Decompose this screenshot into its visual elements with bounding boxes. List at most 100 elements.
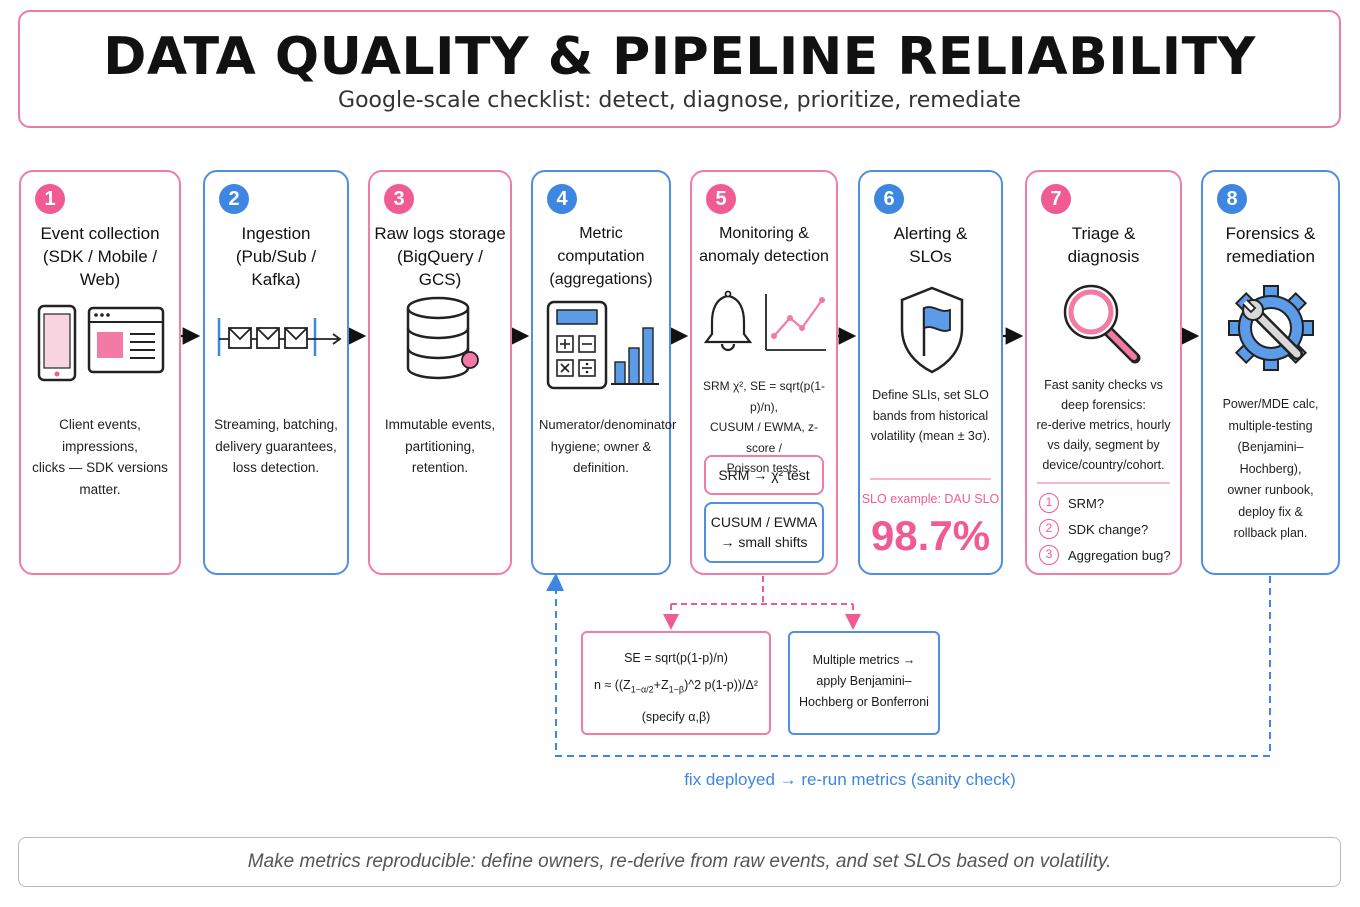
desc-line: Define SLIs, set SLO [872, 388, 989, 402]
desc-line: SRM χ², SE = sqrt(p(1-p)/n), [703, 379, 825, 414]
step-number: 3 [384, 184, 414, 214]
desc-line: deploy fix & [1238, 504, 1303, 519]
stage-event-collection: 1 Event collection (SDK / Mobile / Web) … [19, 170, 181, 575]
formula-sub: 1−β [668, 684, 685, 695]
stage-title: Alerting & SLOs [864, 222, 997, 268]
stage-title-line: (BigQuery / GCS) [397, 247, 483, 289]
step-number: 1 [35, 184, 65, 214]
divider [870, 478, 991, 480]
desc-line: deep forensics: [1061, 398, 1146, 412]
stage-title-line: (SDK / Mobile / Web) [42, 247, 158, 289]
desc-line: Power/MDE calc, [1222, 397, 1319, 411]
check-number: 3 [1039, 545, 1059, 565]
tag-line: → small shifts [720, 534, 808, 550]
shield-flag-icon [900, 286, 964, 374]
monitoring-split [663, 576, 861, 630]
desc-line: clicks — SDK versions [32, 460, 168, 475]
srm-chi2-tag: SRM → χ² test [704, 455, 824, 495]
desc-line: delivery guarantees, [215, 438, 337, 454]
sample-size-formula: n ≈ ((Z1−α/2+Z1−β)^2 p(1-p))/Δ² [583, 672, 769, 704]
stage-title-line: Forensics & [1225, 224, 1316, 243]
box-line: Multiple metrics → [812, 653, 916, 667]
desc-line: retention. [411, 460, 469, 475]
desc-line: bands from historical [872, 408, 989, 423]
stage-title: Ingestion (Pub/Sub / Kafka) [209, 222, 343, 291]
stage-title-line: Raw logs storage [374, 224, 506, 243]
slo-value: 98.7% [870, 512, 991, 559]
desc-line: re-derive metrics, hourly [1036, 418, 1171, 432]
stage-title-line: anomaly detection [699, 248, 829, 265]
desc-line: (Benjamini–Hochberg), [1237, 440, 1304, 476]
stage-raw-logs-storage: 3 Raw logs storage (BigQuery / GCS) Immu… [368, 170, 512, 575]
stage-description: Fast sanity checks vs deep forensics: re… [1033, 375, 1174, 475]
power-formula-box: SE = sqrt(p(1-p)/n) n ≈ ((Z1−α/2+Z1−β)^2… [581, 631, 771, 735]
magnifier-icon [1063, 284, 1141, 364]
calculator-chart-icon [546, 300, 659, 390]
check-item: 1 SRM? [1039, 493, 1104, 513]
formula-part: )^2 p(1-p))/Δ² [684, 678, 759, 692]
step-number: 4 [547, 184, 577, 214]
stage-title: Triage & diagnosis [1031, 222, 1176, 268]
stage-title-line: remediation [1226, 247, 1315, 266]
desc-line: Fast sanity checks vs [1044, 378, 1163, 392]
step-number: 7 [1041, 184, 1071, 214]
stage-title-line: Ingestion [241, 224, 311, 243]
stage-triage-diagnosis: 7 Triage & diagnosis Fast sanity checks … [1025, 170, 1182, 575]
stage-title-line: Event collection [40, 224, 160, 243]
desc-line: vs daily, segment by [1047, 438, 1160, 452]
feedback-loop-label: fix deployed → re-run metrics (sanity ch… [684, 770, 1016, 789]
stage-title: Forensics & remediation [1207, 222, 1334, 268]
gear-wrench-icon [1228, 285, 1314, 371]
desc-line: rollback plan. [1233, 526, 1308, 540]
step-number: 2 [219, 184, 249, 214]
desc-line: Numerator/denominator [539, 417, 677, 432]
desc-line: CUSUM / EWMA, z-score / [710, 420, 818, 455]
tag-line: CUSUM / EWMA [710, 514, 818, 530]
check-item: 3 Aggregation bug? [1039, 545, 1171, 565]
desc-line: loss detection. [232, 460, 320, 475]
stage-title: Raw logs storage (BigQuery / GCS) [374, 222, 506, 291]
footer-note: Make metrics reproducible: define owners… [18, 837, 1341, 887]
check-number: 1 [1039, 493, 1059, 513]
stage-title-line: Alerting & [893, 224, 968, 243]
stage-description: Numerator/denominator hygiene; owner & d… [539, 414, 677, 479]
desc-line: multiple-testing [1228, 418, 1313, 433]
title-banner: DATA QUALITY & PIPELINE RELIABILITY Goog… [18, 10, 1341, 128]
desc-line: owner runbook, [1227, 483, 1314, 497]
check-number: 2 [1039, 519, 1059, 539]
check-label: Aggregation bug? [1068, 547, 1171, 563]
stage-title-line: diagnosis [1067, 247, 1140, 266]
stage-title-line: Metric computation [557, 225, 645, 265]
formula-sub: 1−α/2 [630, 684, 654, 695]
stage-title-line: Monitoring & [719, 225, 809, 242]
page-subtitle: Google-scale checklist: detect, diagnose… [338, 88, 1021, 113]
database-icon [406, 296, 479, 380]
desc-line: device/country/cohort. [1042, 458, 1165, 472]
step-number: 6 [874, 184, 904, 214]
desc-line: hygiene; owner & [550, 438, 652, 454]
stage-title: Metric computation (aggregations) [537, 222, 665, 291]
stage-monitoring: 5 Monitoring & anomaly detection SRM χ²,… [690, 170, 838, 575]
cusum-ewma-tag: CUSUM / EWMA → small shifts [704, 502, 824, 563]
stage-description: SRM χ², SE = sqrt(p(1-p)/n), CUSUM / EWM… [698, 376, 830, 479]
stage-title-line: SLOs [909, 247, 952, 266]
multiple-testing-box: Multiple metrics → apply Benjamini– Hoch… [788, 631, 940, 735]
step-number: 5 [706, 184, 736, 214]
formula-note: (specify α,β) [641, 709, 711, 724]
stage-alerting-slos: 6 Alerting & SLOs Define SLIs, set SLO b… [858, 170, 1003, 575]
bell-trend-icon [703, 290, 826, 352]
desc-line: Client events, impressions, [59, 417, 141, 454]
stage-title-line: Triage & [1071, 224, 1136, 243]
stage-metric-computation: 4 Metric computation (aggregations) Nume… [531, 170, 677, 575]
box-line: Hochberg or Bonferroni [799, 695, 929, 709]
divider [1037, 482, 1170, 484]
stage-description: Client events, impressions, clicks — SDK… [27, 414, 173, 500]
desc-line: volatility (mean ± 3σ). [870, 429, 991, 443]
feedback-loop [546, 573, 1271, 757]
desc-line: Poisson tests. [726, 461, 802, 475]
check-label: SDK change? [1068, 521, 1149, 537]
stage-title-line: (Pub/Sub / Kafka) [235, 247, 317, 289]
formula-part: +Z [653, 678, 669, 692]
phone-browser-icon [37, 304, 165, 382]
